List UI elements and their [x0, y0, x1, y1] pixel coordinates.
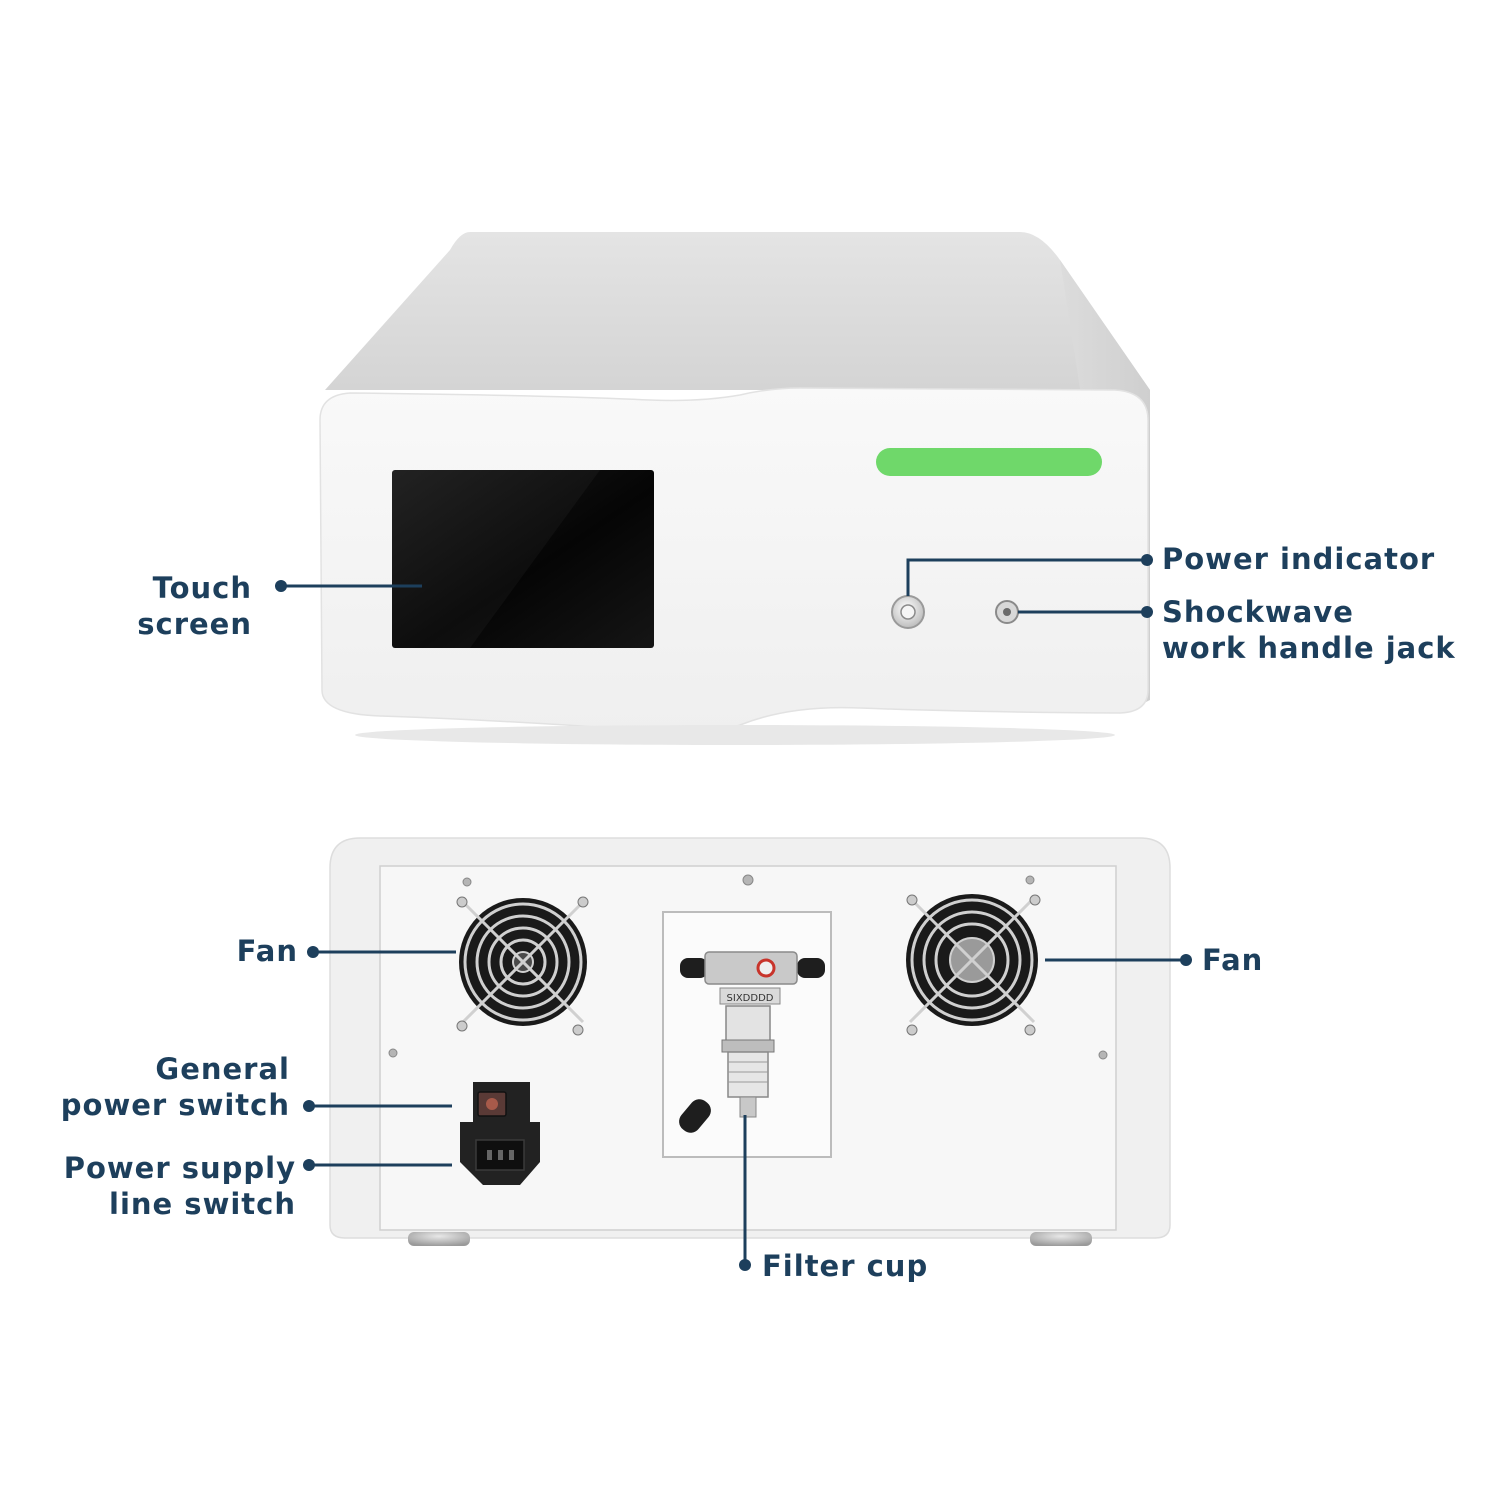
- label-filter-cup: Filter cup: [762, 1249, 929, 1283]
- device-shadow: [355, 725, 1115, 745]
- device-foot: [1030, 1232, 1092, 1246]
- back-device: SIXDDDD: [329, 837, 1171, 1246]
- screw-icon: [388, 1048, 398, 1058]
- filter-compartment: SIXDDDD: [662, 911, 832, 1158]
- label-fan-right: Fan: [1202, 943, 1264, 977]
- fan-left-icon: [456, 896, 589, 1036]
- filter-brand-label: SIXDDDD: [727, 993, 774, 1004]
- filter-cup-icon: [725, 1005, 771, 1043]
- label-power-supply-line-switch: Power supply line switch: [63, 1151, 296, 1221]
- device-top-surface: [325, 232, 1150, 390]
- power-socket-module: [460, 1082, 540, 1185]
- label-touch-screen: Touch screen: [137, 571, 252, 641]
- screw-icon: [1025, 875, 1035, 885]
- screw-icon: [742, 874, 754, 886]
- status-indicator-bar: [876, 448, 1102, 476]
- touch-screen: [392, 470, 654, 648]
- device-foot: [408, 1232, 470, 1246]
- callout-lines: [281, 558, 1186, 1265]
- front-device: [319, 232, 1150, 745]
- label-power-indicator: Power indicator: [1162, 542, 1436, 576]
- screw-icon: [462, 877, 472, 887]
- label-shockwave-jack: Shockwave work handle jack: [1162, 595, 1456, 665]
- callout-dots: [275, 554, 1192, 1271]
- label-general-power-switch: General power switch: [60, 1052, 290, 1122]
- fan-right-icon: [906, 894, 1041, 1036]
- label-fan-left: Fan: [236, 934, 298, 968]
- screw-icon: [1098, 1050, 1108, 1060]
